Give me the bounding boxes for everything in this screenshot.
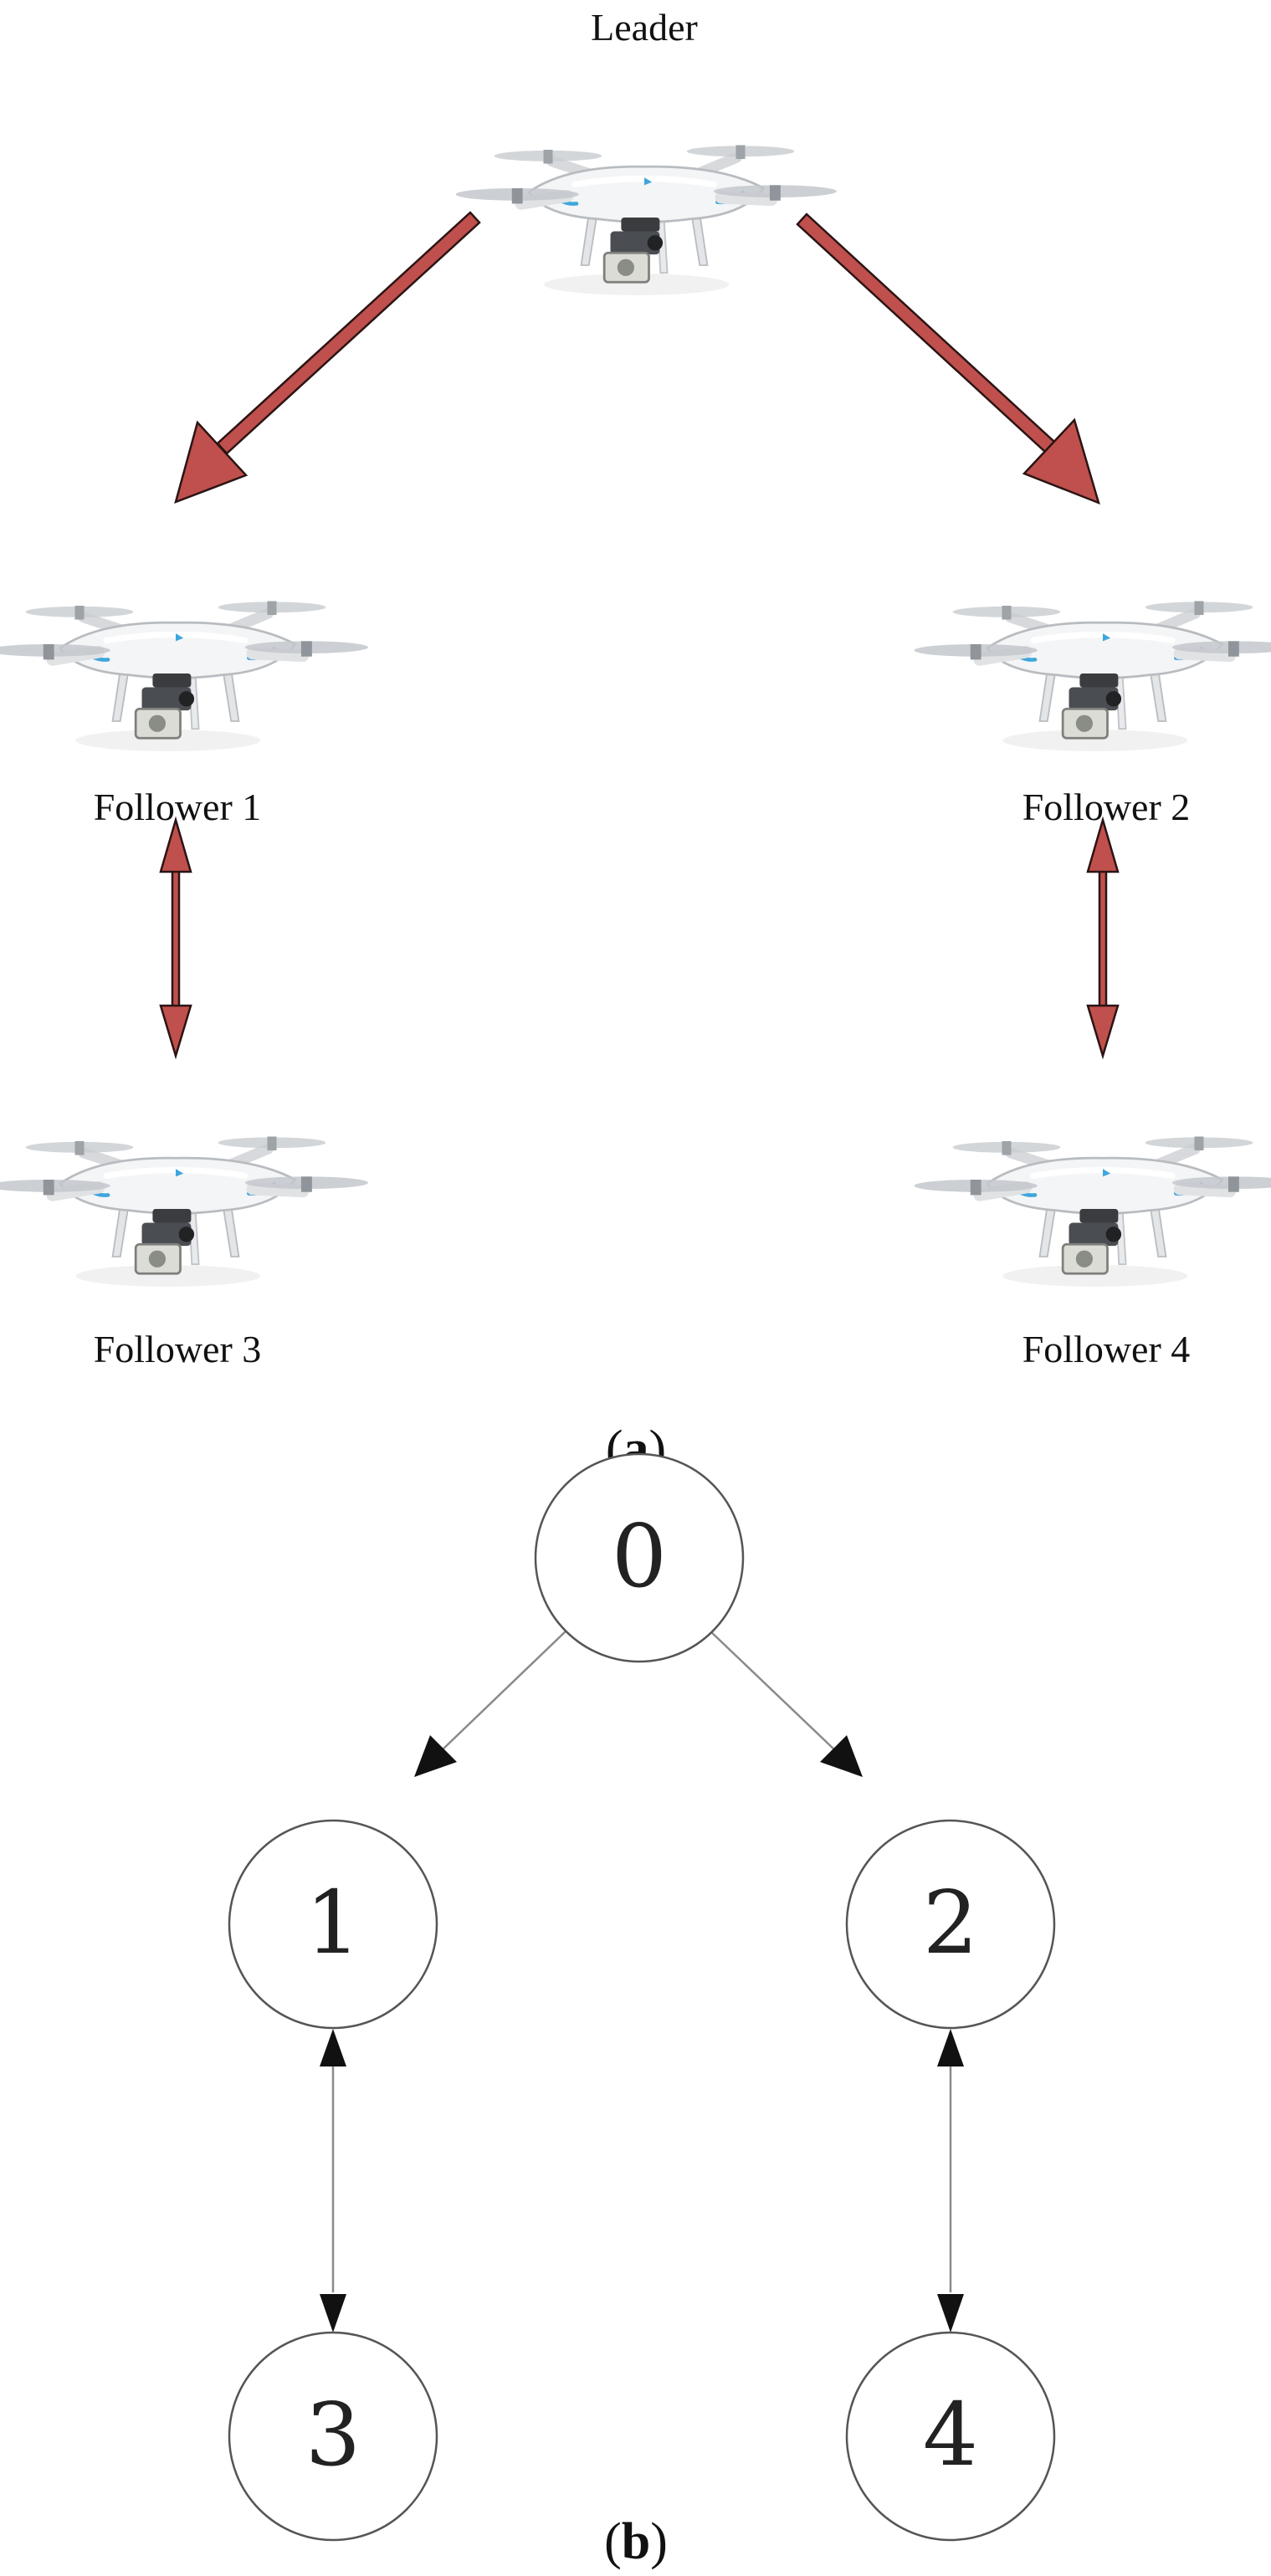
edge-1-3 xyxy=(320,2029,346,2333)
panel-b-caption-close: ) xyxy=(650,2513,668,2570)
graph-node-2-label: 2 xyxy=(923,1872,978,1974)
panel-a: Leader Follower 1 Follower 2 Follower 3 … xyxy=(0,6,1271,1477)
graph-node-1-label: 1 xyxy=(305,1872,361,1974)
arrow-leader-to-follower1 xyxy=(174,211,481,504)
drone-follower4-label: Follower 4 xyxy=(1022,1328,1191,1370)
edge-0-2 xyxy=(706,1627,863,1777)
panel-b-caption: (b) xyxy=(604,2513,668,2570)
drone-follower2-label: Follower 2 xyxy=(1022,786,1191,828)
arrow-leader-to-follower2 xyxy=(796,213,1100,505)
edge-0-1 xyxy=(414,1627,570,1777)
arrow-follower2-follower4 xyxy=(1086,816,1120,1060)
drone-follower2: Follower 2 xyxy=(915,601,1271,828)
drone-follower4: Follower 4 xyxy=(915,1136,1271,1370)
panel-b: 0 1 2 3 4 (b) xyxy=(228,1452,1056,2570)
graph-node-0-label: 0 xyxy=(612,1505,667,1607)
drone-leader: Leader xyxy=(456,6,837,295)
drone-follower3-image xyxy=(0,1136,368,1286)
arrow-follower1-follower3 xyxy=(159,816,192,1060)
panel-b-caption-letter: b xyxy=(622,2513,650,2570)
drone-follower1-label: Follower 1 xyxy=(94,786,262,828)
graph-node-3: 3 xyxy=(228,2331,438,2542)
graph-node-0: 0 xyxy=(534,1452,745,1663)
graph-node-1: 1 xyxy=(228,1819,438,2030)
graph-node-2: 2 xyxy=(845,1819,1056,2030)
graph-node-3-label: 3 xyxy=(305,2384,361,2486)
drone-follower3-label: Follower 3 xyxy=(94,1328,262,1370)
drone-follower1: Follower 1 xyxy=(0,601,368,828)
drone-follower1-image xyxy=(0,601,368,750)
graph-node-4: 4 xyxy=(845,2331,1056,2542)
drone-leader-label: Leader xyxy=(591,6,698,49)
drone-leader-image xyxy=(456,145,837,294)
graph-node-4-label: 4 xyxy=(923,2384,978,2486)
edge-2-4 xyxy=(937,2029,964,2333)
drone-follower2-image xyxy=(915,601,1271,750)
drone-follower3: Follower 3 xyxy=(0,1136,368,1370)
panel-b-caption-open: ( xyxy=(604,2513,622,2570)
drone-follower4-image xyxy=(915,1136,1271,1286)
